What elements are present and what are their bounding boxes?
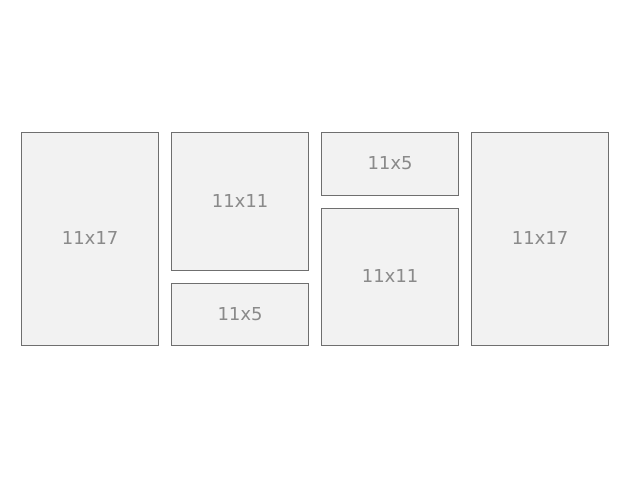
frame-label: 11x11 — [361, 266, 419, 287]
frame-label: 11x17 — [511, 228, 569, 249]
frame-label: 11x17 — [61, 228, 119, 249]
frame-11x11-top: 11x11 — [171, 132, 309, 271]
frame-11x5-bottom: 11x5 — [171, 283, 309, 346]
frame-11x11-bottom: 11x11 — [321, 208, 459, 346]
frame-11x17-right: 11x17 — [471, 132, 609, 346]
frame-label: 11x11 — [211, 190, 269, 212]
frame-11x5-top: 11x5 — [321, 132, 459, 196]
frame-label: 11x5 — [217, 303, 263, 325]
frame-11x17-left: 11x17 — [21, 132, 159, 346]
frame-label: 11x5 — [367, 153, 413, 174]
